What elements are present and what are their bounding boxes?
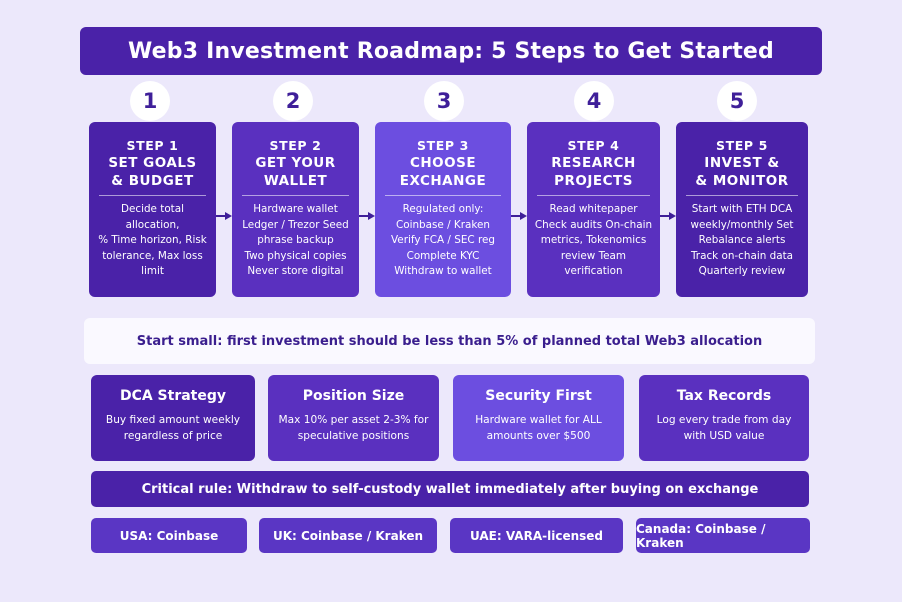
card-title: Security First [485, 388, 592, 404]
step-label: STEP 3 [417, 138, 469, 153]
step-divider [686, 195, 798, 196]
step-description: Hardware wallet Ledger / Trezor Seed phr… [242, 203, 349, 277]
step-title: SET GOALS & BUDGET [108, 155, 197, 189]
step-label: STEP 5 [716, 138, 768, 153]
roadmap-title: Web3 Investment Roadmap: 5 Steps to Get … [80, 27, 822, 75]
step-number-1: 1 [130, 81, 170, 121]
arrow-right-icon [511, 212, 527, 220]
step-title: CHOOSE EXCHANGE [399, 155, 487, 189]
card-description: Hardware wallet for ALL amounts over $50… [475, 414, 602, 442]
arrow-right-icon [359, 212, 375, 220]
step-card-4: STEP 4 RESEARCH PROJECTS Read whitepaper… [527, 122, 660, 297]
step-divider [242, 195, 349, 196]
card-title: Position Size [302, 388, 405, 404]
tip-card-security: Security First Hardware wallet for ALL a… [453, 375, 624, 461]
tip-card-tax: Tax Records Log every trade from day wit… [639, 375, 809, 461]
critical-rule-banner: Critical rule: Withdraw to self-custody … [91, 471, 809, 507]
card-description: Buy fixed amount weekly regardless of pr… [105, 414, 241, 442]
step-divider [99, 195, 206, 196]
step-description: Regulated only: Coinbase / Kraken Verify… [391, 203, 495, 277]
arrow-right-icon [660, 212, 676, 220]
step-divider [537, 195, 650, 196]
step-label: STEP 1 [126, 138, 179, 153]
step-description: Decide total allocation, % Time horizon,… [98, 203, 207, 277]
step-description: Start with ETH DCA weekly/monthly Set Re… [690, 203, 794, 277]
step-description: Read whitepaper Check audits On-chain me… [534, 203, 653, 277]
start-small-tip: Start small: first investment should be … [84, 318, 815, 364]
region-badge-uae: UAE: VARA-licensed [450, 518, 623, 553]
region-badge-usa: USA: Coinbase [91, 518, 247, 553]
arrow-right-icon [216, 212, 232, 220]
step-title: INVEST & & MONITOR [695, 155, 789, 189]
card-description: Max 10% per asset 2-3% for speculative p… [278, 414, 429, 442]
step-card-1: STEP 1 SET GOALS & BUDGET Decide total a… [89, 122, 216, 297]
step-card-5: STEP 5 INVEST & & MONITOR Start with ETH… [676, 122, 808, 297]
tip-card-dca: DCA Strategy Buy fixed amount weekly reg… [91, 375, 255, 461]
region-badge-canada: Canada: Coinbase / Kraken [636, 518, 810, 553]
card-title: Tax Records [676, 388, 772, 404]
step-number-2: 2 [273, 81, 313, 121]
tip-card-position-size: Position Size Max 10% per asset 2-3% for… [268, 375, 439, 461]
step-title: GET YOUR WALLET [255, 155, 336, 189]
card-title: DCA Strategy [119, 388, 227, 404]
step-label: STEP 4 [567, 138, 620, 153]
step-card-3: STEP 3 CHOOSE EXCHANGE Regulated only: C… [375, 122, 511, 297]
step-number-5: 5 [717, 81, 757, 121]
step-number-4: 4 [574, 81, 614, 121]
step-title: RESEARCH PROJECTS [551, 155, 636, 189]
region-badge-uk: UK: Coinbase / Kraken [259, 518, 437, 553]
step-card-2: STEP 2 GET YOUR WALLET Hardware wallet L… [232, 122, 359, 297]
step-number-3: 3 [424, 81, 464, 121]
step-label: STEP 2 [269, 138, 322, 153]
step-divider [385, 195, 501, 196]
card-description: Log every trade from day with USD value [656, 414, 792, 442]
